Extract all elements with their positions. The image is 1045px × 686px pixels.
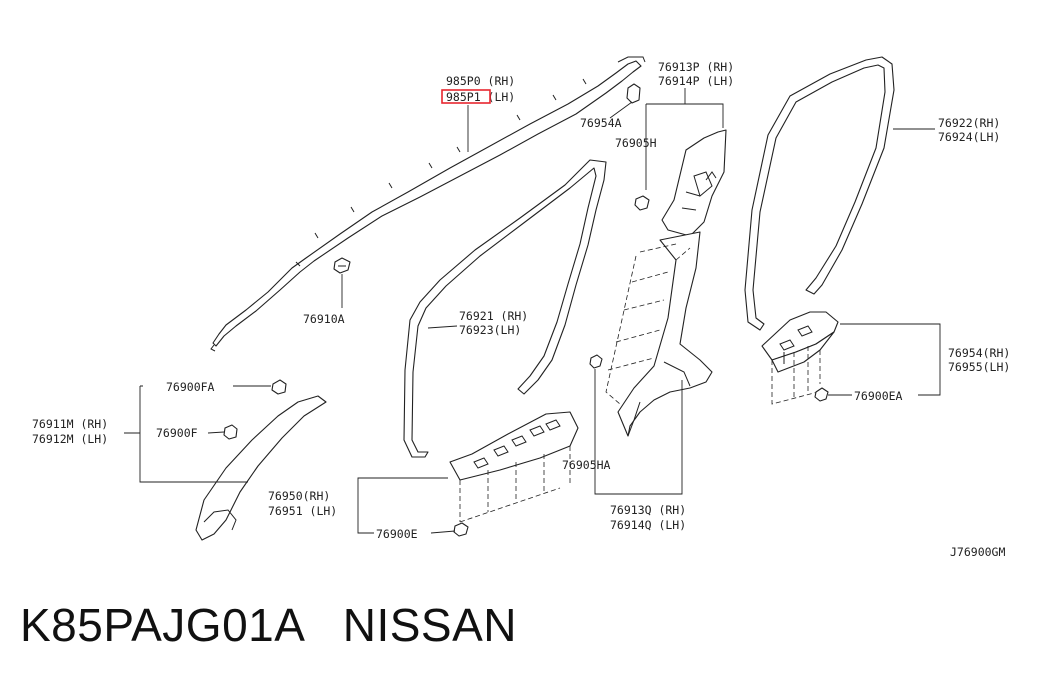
label-76922-rh[interactable]: 76922(RH) — [938, 116, 1000, 130]
clip-76905ha[interactable] — [589, 354, 603, 369]
label-76900f[interactable]: 76900F — [156, 426, 198, 440]
label-76924-lh[interactable]: 76924(LH) — [938, 130, 1000, 144]
label-76910a[interactable]: 76910A — [303, 312, 345, 326]
clip-76900fa[interactable] — [271, 379, 287, 395]
center-pillar-upper-garnish-part[interactable] — [661, 129, 727, 237]
label-76905ha[interactable]: 76905HA — [562, 458, 611, 472]
leader-76913p-bracket — [645, 103, 724, 190]
rear-kicking-plate-part[interactable] — [761, 311, 839, 373]
front-kicking-plate-outline — [459, 446, 571, 523]
kicking-plate-outline — [771, 346, 821, 405]
curtain-airbag-part[interactable] — [210, 56, 646, 352]
center-pillar-lower-garnish-part[interactable] — [617, 231, 713, 437]
label-985p1-lh[interactable]: 985P1 (LH) — [446, 90, 515, 104]
label-76951-lh[interactable]: 76951 (LH) — [268, 504, 337, 518]
clip-76905h[interactable] — [634, 195, 650, 211]
front-pillar-garnish-part[interactable] — [195, 395, 327, 541]
label-76911m-rh[interactable]: 76911M (RH) — [32, 417, 108, 431]
front-kicking-plate-part[interactable] — [449, 411, 579, 481]
leader-76900f — [207, 431, 225, 434]
clip-76900e[interactable] — [453, 522, 469, 537]
label-76954a[interactable]: 76954A — [580, 116, 622, 130]
label-76905h[interactable]: 76905H — [615, 136, 657, 150]
label-76950-rh[interactable]: 76950(RH) — [268, 489, 330, 503]
leader-76950 — [357, 477, 448, 534]
label-76914p-lh[interactable]: 76914P (LH) — [658, 74, 734, 88]
lower-garnish-outline — [605, 243, 691, 405]
catalog-caption: K85PAJG01A NISSAN — [20, 599, 517, 651]
label-76912m-lh[interactable]: 76912M (LH) — [32, 432, 108, 446]
label-985p0-rh[interactable]: 985P0 (RH) — [446, 74, 515, 88]
label-76954-rh[interactable]: 76954(RH) — [948, 346, 1010, 360]
leader-76913q — [594, 369, 683, 495]
clip-76900f[interactable] — [223, 424, 238, 440]
highlight-985p1 — [441, 89, 491, 104]
clip-76954a[interactable] — [626, 83, 641, 104]
callout-labels: 985P0 (RH) 985P1 (LH) 76913P (RH) 76914P… — [32, 60, 1010, 559]
label-76913q-rh[interactable]: 76913Q (RH) — [610, 503, 686, 517]
label-76955-lh[interactable]: 76955(LH) — [948, 360, 1010, 374]
leader-76900e — [430, 530, 456, 534]
label-76900e[interactable]: 76900E — [376, 527, 418, 541]
leader-76921 — [427, 325, 458, 329]
diagram-code: J76900GM — [950, 545, 1005, 559]
label-76913p-rh[interactable]: 76913P (RH) — [658, 60, 734, 74]
clip-76900ea[interactable] — [814, 387, 829, 402]
leader-76954 — [840, 323, 941, 396]
label-76900fa[interactable]: 76900FA — [166, 380, 215, 394]
label-76900ea[interactable]: 76900EA — [854, 389, 903, 403]
label-76914q-lh[interactable]: 76914Q (LH) — [610, 518, 686, 532]
clip-76910a[interactable] — [333, 257, 351, 274]
front-weatherstrip-part[interactable] — [403, 159, 607, 458]
leader-76954a — [609, 101, 633, 119]
rear-weatherstrip-part[interactable] — [744, 56, 895, 331]
leader-76911m — [124, 385, 248, 483]
label-76921-rh[interactable]: 76921 (RH) — [459, 309, 528, 323]
label-76923-lh[interactable]: 76923(LH) — [459, 323, 521, 337]
